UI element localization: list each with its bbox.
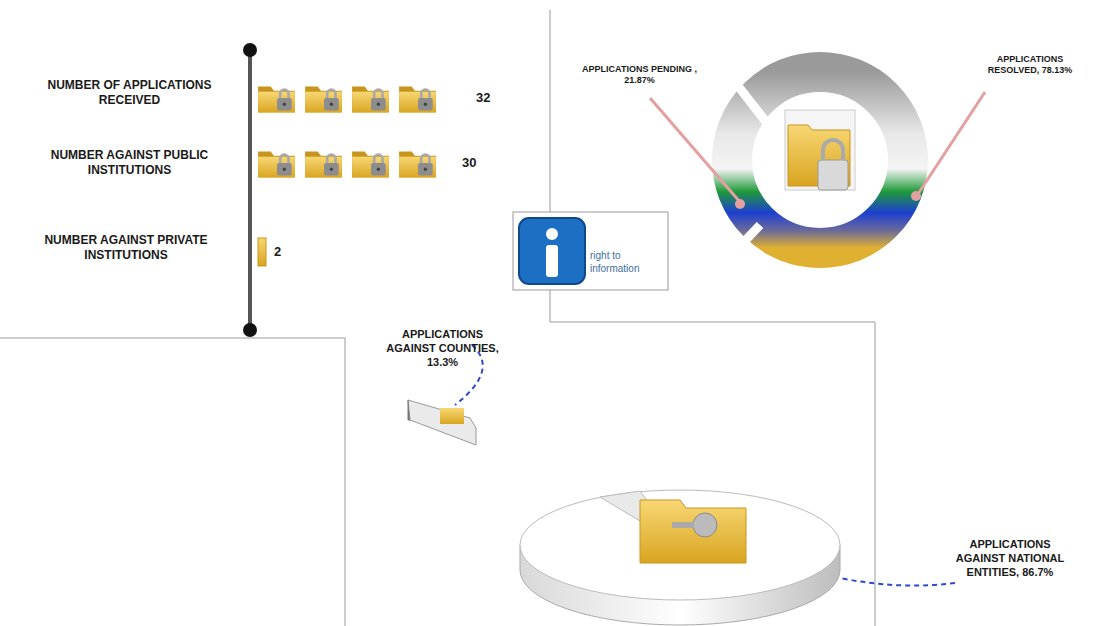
axis-dot <box>243 323 257 337</box>
value-number: 32 <box>476 90 516 106</box>
axis-dot <box>243 43 257 57</box>
donut-label: APPLICATIONS RESOLVED, 78.13% <box>975 54 1085 77</box>
badge-text: right to information <box>590 250 660 275</box>
pie-label: APPLICATIONS AGAINST NATIONAL ENTITIES, … <box>950 538 1070 579</box>
info-icon <box>519 218 585 284</box>
row-label: NUMBER OF APPLICATIONS RECEIVED <box>22 78 237 108</box>
axis-line <box>248 50 252 330</box>
pie-label: APPLICATIONS AGAINST COUNTIES, 13.3% <box>385 328 500 369</box>
folder-icons <box>258 86 436 266</box>
value-number: 2 <box>274 244 304 260</box>
badge-box <box>513 212 668 290</box>
pie-chart <box>408 345 955 625</box>
donut-label: APPLICATIONS PENDING , 21.87% <box>582 64 697 87</box>
row-label: NUMBER AGAINST PRIVATE INSTITUTIONS <box>12 233 240 263</box>
value-number: 30 <box>462 155 502 171</box>
row-label: NUMBER AGAINST PUBLIC INSTITUTIONS <box>22 148 237 178</box>
donut-chart <box>650 72 985 265</box>
frame-line <box>0 338 345 626</box>
